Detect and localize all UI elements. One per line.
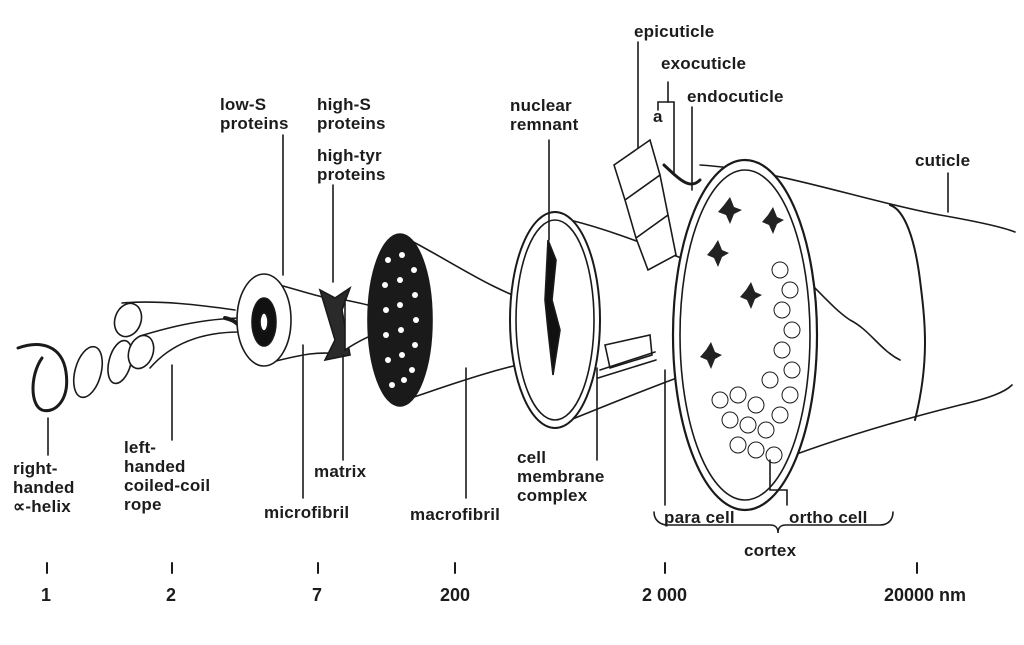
label-cuticle: cuticle [915,151,971,170]
label-microfibril: microfibril [264,503,350,522]
label-exocuticle: exocuticle [661,54,747,73]
label-nuclear-remnant: nuclear remnant [510,96,579,134]
scale-tick-label: 200 [440,585,471,605]
scale-ticks [46,562,918,574]
label-cell-membrane-complex: cell membrane complex [517,448,605,505]
alpha-helix-drawing [16,339,133,413]
label-coiled-coil-rope: left- handed coiled-coil rope [124,438,211,514]
macrofibril-drawing [367,233,541,407]
label-matrix: matrix [314,462,367,481]
label-high-tyr-proteins: high-tyr proteins [317,146,386,184]
scale-tick-label: 1 [41,585,52,605]
scale-tick-label: 2 [166,585,177,605]
label-ortho-cell: ortho cell [789,508,868,527]
label-cortex: cortex [744,541,797,560]
label-macrofibril: macrofibril [410,505,501,524]
label-a-layer: a [653,107,663,126]
label-high-s-proteins: high-S proteins [317,95,386,133]
label-endocuticle: endocuticle [687,87,784,106]
label-low-s-proteins: low-S proteins [220,95,289,133]
coiled-coil-drawing [113,301,249,370]
microfibril-drawing [236,273,407,367]
cortex-drawing [613,138,1016,512]
scale-tick-label: 2 000 [642,585,688,605]
scale-tick-label: 7 [312,585,323,605]
scale-tick-label: 20000 nm [884,585,967,605]
label-epicuticle: epicuticle [634,22,715,41]
leader-lines [47,41,949,534]
label-alpha-helix: right- handed ∝-helix [13,459,75,516]
label-para-cell: para cell [664,508,735,527]
